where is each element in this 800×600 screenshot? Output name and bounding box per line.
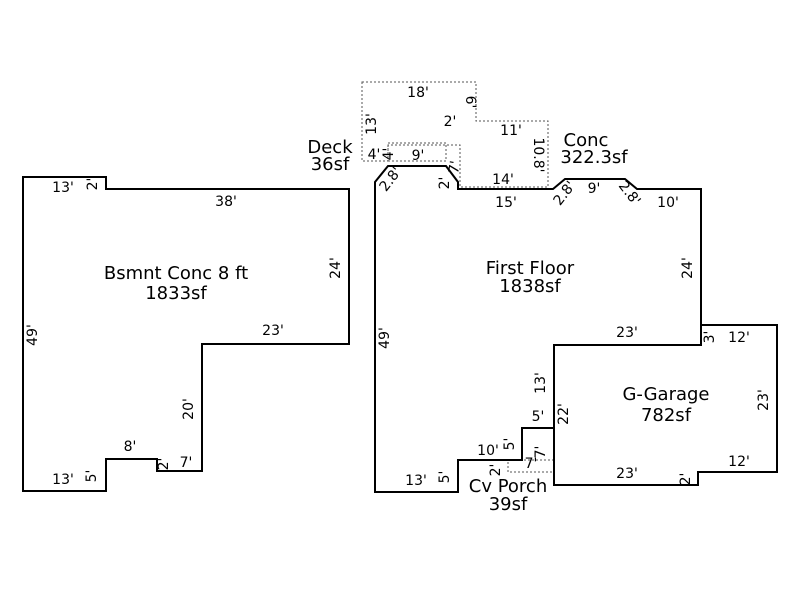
dim-label: 7' [446,160,464,175]
dim-label: 10' [477,443,499,459]
dim-label: 20' [181,398,197,420]
dim-label: 9' [588,181,601,197]
dim-label: 2' [488,464,504,477]
dim-label: 12' [728,454,750,470]
dim-label: 13' [364,113,380,135]
conc-size: 322.3sf [560,147,628,168]
dim-label: 22' [556,403,572,425]
garage-size: 782sf [641,405,692,426]
dim-label: 2' [444,114,457,130]
dim-label: 13' [52,472,74,488]
dim-label: 13' [405,473,427,489]
first-floor-size: 1838sf [499,276,561,297]
dim-label: 5' [84,470,100,483]
dim-label: 5' [502,438,518,451]
dim-label: 24' [328,257,344,279]
dim-label: 15' [495,195,517,211]
dim-label: 2' [85,178,101,191]
garage-outline [553,324,778,486]
first-floor-outline [374,165,702,493]
dim-label: 18' [407,85,429,101]
dim-label: 7' [180,455,193,471]
deck-size: 36sf [311,154,350,175]
dim-label: 2' [678,473,694,486]
first-floor-name: First Floor [486,258,575,279]
dim-label: 10.8' [530,137,546,172]
dim-label: 12' [728,330,750,346]
dim-label: 10' [657,195,679,211]
dim-label: 13' [52,180,74,196]
dim-label: 13' [533,372,549,394]
dim-label: 2' [437,177,453,190]
deck-outline [387,142,447,162]
dim-label: 49' [377,327,393,349]
dim-label: 6' [462,96,478,109]
dim-label: 23' [616,466,638,482]
porch-size: 39sf [489,494,528,515]
conc-name: Conc [564,130,609,151]
dim-label: 4' [368,147,381,163]
dim-label: 7' [533,446,549,459]
dim-label: 3' [702,331,718,344]
dim-label: 23' [616,325,638,341]
porch-name: Cv Porch [469,476,547,497]
dim-label: 5' [437,471,453,484]
dim-label: 23' [756,389,772,411]
dim-label: 2.8' [551,178,580,208]
dim-label: 49' [25,324,41,346]
dim-label: 2.8' [377,164,406,194]
basement-size: 1833sf [145,283,207,304]
dim-label: 24' [680,257,696,279]
conc-outline [361,81,549,188]
dim-label: 11' [500,123,522,139]
garage-name: G-Garage [622,384,709,405]
dim-label: 38' [215,194,237,210]
deck-name: Deck [307,137,353,158]
dim-label: 23' [262,323,284,339]
dim-label: 9' [412,148,425,164]
dim-label: 5' [532,409,545,425]
dim-label: 2' [156,458,172,471]
basement-name: Bsmnt Conc 8 ft [104,263,248,284]
dim-label: 7' [525,456,538,472]
basement-outline [22,176,350,492]
dim-label: 4' [381,148,397,161]
dim-label: 14' [492,172,514,188]
dim-label: 8' [124,439,137,455]
dim-label: 2.8' [615,178,644,208]
